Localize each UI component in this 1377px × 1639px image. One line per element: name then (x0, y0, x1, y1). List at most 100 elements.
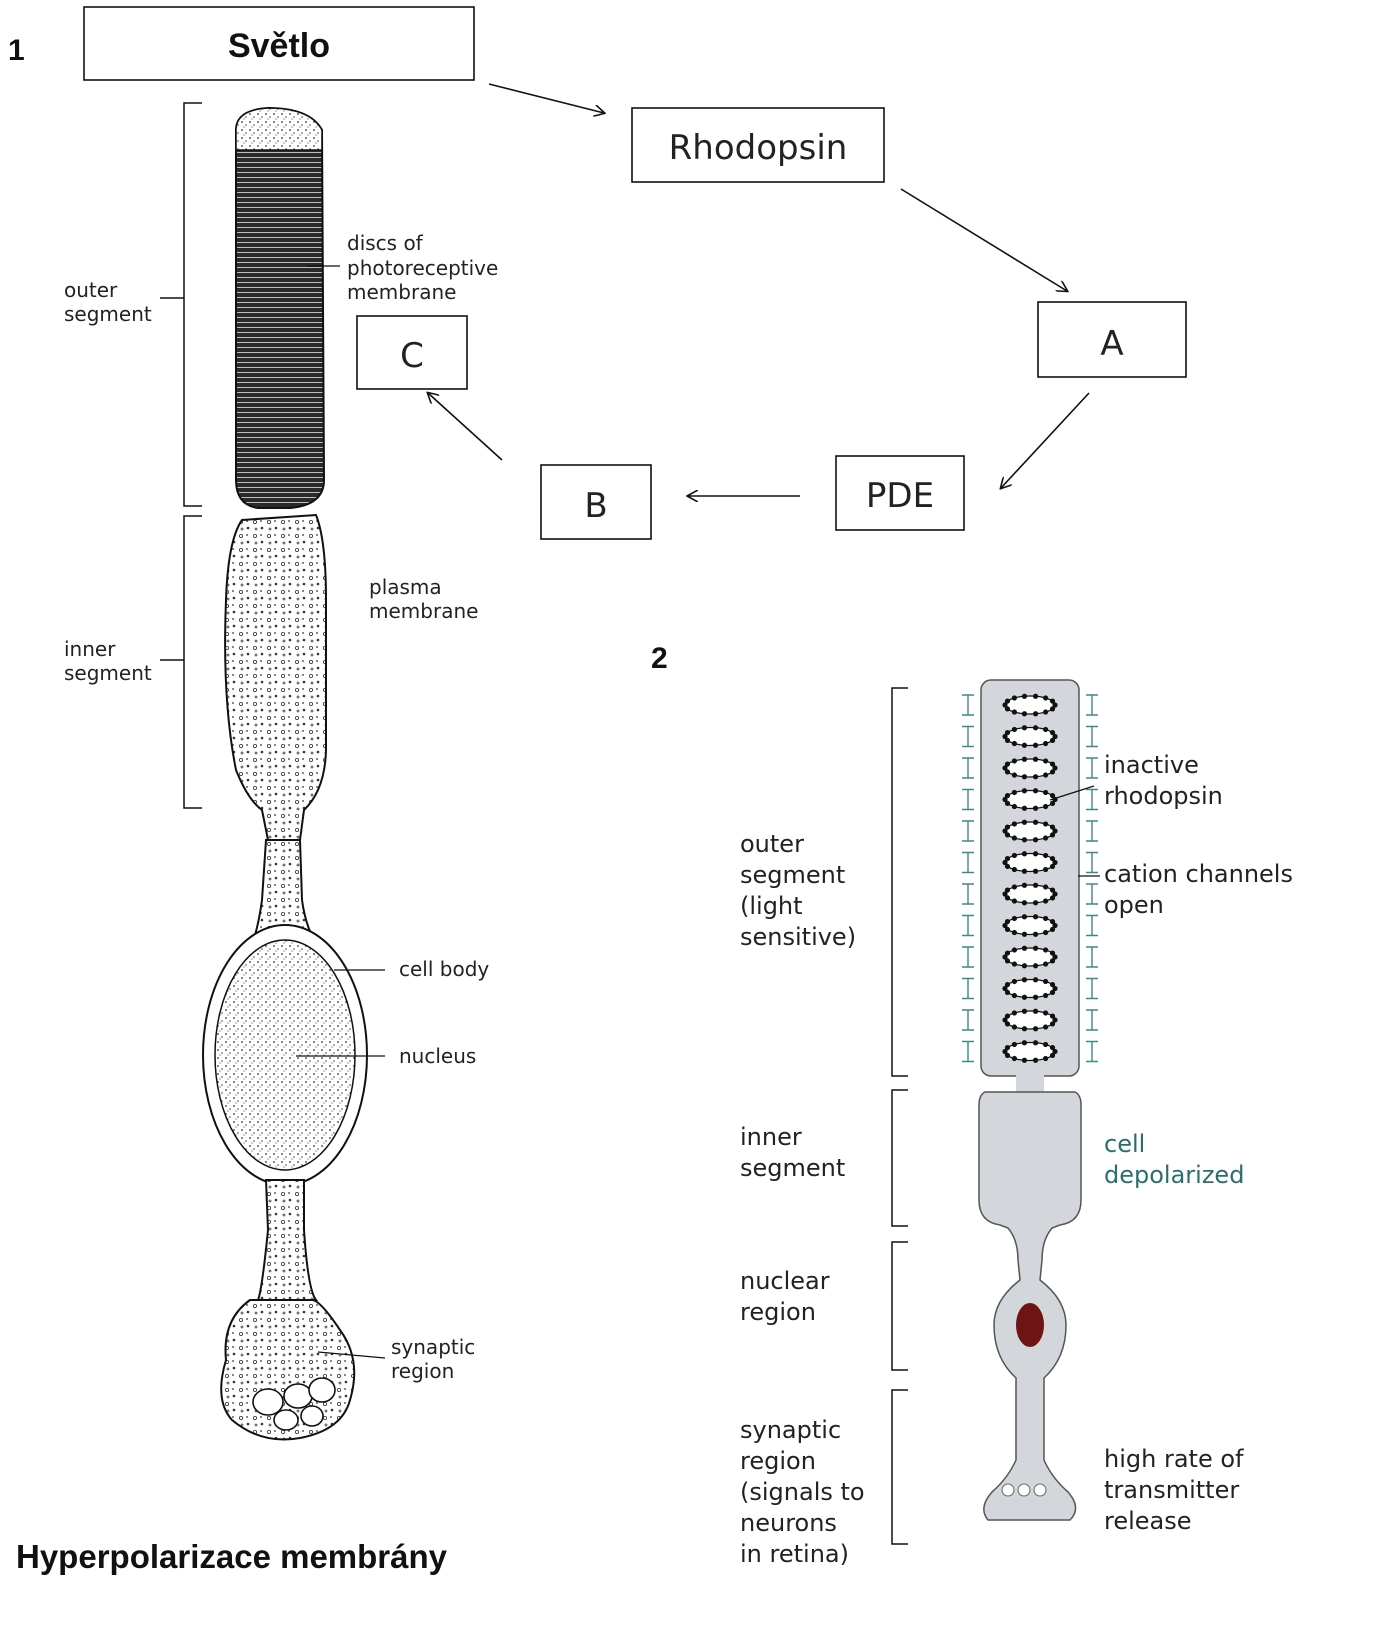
cation-channel (1086, 916, 1098, 936)
cation-channel (962, 916, 974, 936)
rod-cell-drawing (203, 108, 367, 1440)
svg-text:release: release (1104, 1507, 1192, 1535)
label2-transmitter-release: high rate of transmitter release (1104, 1445, 1244, 1535)
label2-synaptic-region: synaptic region (signals to neurons in r… (740, 1416, 865, 1568)
svg-text:photoreceptive: photoreceptive (347, 256, 498, 280)
svg-text:segment: segment (740, 861, 845, 889)
svg-text:membrane: membrane (347, 280, 456, 304)
svg-text:open: open (1104, 891, 1164, 919)
panel-1-caption: Hyperpolarizace membrány (16, 1538, 448, 1575)
cation-channel (1086, 947, 1098, 967)
cation-channel (1086, 979, 1098, 999)
a-box: A (1038, 302, 1186, 377)
label-synaptic-region: synaptic region (391, 1335, 475, 1383)
cation-channel (962, 790, 974, 810)
label-plasma-membrane: plasma membrane (369, 575, 478, 623)
cation-channel (1086, 695, 1098, 715)
bracket2-inner (892, 1090, 908, 1226)
cation-channel (962, 727, 974, 747)
label2-inactive-rhodopsin: inactive rhodopsin (1104, 751, 1223, 810)
svg-text:sensitive): sensitive) (740, 923, 856, 951)
label2-cell-depolarized: cell depolarized (1104, 1130, 1244, 1189)
arrow-a-to-pde (1001, 393, 1089, 488)
cation-channel (962, 695, 974, 715)
svg-text:(light: (light (740, 892, 803, 920)
arrow-light-to-rhodopsin (489, 84, 604, 113)
svg-text:inner: inner (64, 637, 116, 661)
cation-channel (1086, 727, 1098, 747)
arrow-rhodopsin-to-a (901, 189, 1067, 291)
nucleus-mark (1016, 1303, 1044, 1347)
cation-channel (1086, 758, 1098, 778)
label-inner-segment: inner segment (64, 637, 152, 685)
cation-channel (962, 1010, 974, 1030)
label-cell-body: cell body (399, 957, 489, 981)
svg-text:discs of: discs of (347, 231, 424, 255)
svg-text:rhodopsin: rhodopsin (1104, 782, 1223, 810)
svg-text:cell: cell (1104, 1130, 1145, 1158)
svg-text:neurons: neurons (740, 1509, 837, 1537)
b-box: B (541, 465, 651, 539)
a-label: A (1100, 324, 1123, 364)
svg-text:region: region (391, 1359, 454, 1383)
cation-channel (962, 758, 974, 778)
svg-text:outer: outer (740, 830, 804, 858)
svg-text:high rate of: high rate of (1104, 1445, 1244, 1473)
light-box: Světlo (84, 7, 474, 80)
svg-text:segment: segment (64, 302, 152, 326)
arrow-b-to-c (428, 393, 502, 460)
label2-cation-channels: cation channels open (1104, 860, 1293, 919)
svg-text:transmitter: transmitter (1104, 1476, 1239, 1504)
pde-label: PDE (866, 476, 934, 516)
rhodopsin-label: Rhodopsin (669, 128, 848, 168)
label-outer-segment: outer segment (64, 278, 152, 326)
light-label: Světlo (228, 27, 330, 65)
svg-text:in retina): in retina) (740, 1540, 849, 1568)
svg-text:synaptic: synaptic (391, 1335, 475, 1359)
svg-text:plasma: plasma (369, 575, 442, 599)
svg-text:inactive: inactive (1104, 751, 1199, 779)
b-label: B (584, 486, 607, 526)
panel-2-number: 2 (651, 642, 668, 675)
svg-text:segment: segment (64, 661, 152, 685)
label2-nuclear-region: nuclear region (740, 1267, 830, 1326)
rhodopsin-box: Rhodopsin (632, 108, 884, 182)
svg-text:region: region (740, 1298, 816, 1326)
cation-channel (962, 853, 974, 873)
label2-outer-segment: outer segment (light sensitive) (740, 830, 856, 951)
svg-text:synaptic: synaptic (740, 1416, 841, 1444)
rod-cell-schematic (962, 680, 1098, 1520)
svg-text:depolarized: depolarized (1104, 1161, 1244, 1189)
cation-channel (962, 821, 974, 841)
cation-channel (1086, 1042, 1098, 1062)
pde-box: PDE (836, 456, 964, 530)
bracket2-nuclear (892, 1242, 908, 1370)
cation-channel (1086, 853, 1098, 873)
label-nucleus: nucleus (399, 1044, 476, 1068)
svg-text:inner: inner (740, 1123, 802, 1151)
cation-channel (1086, 790, 1098, 810)
cation-channel (962, 1042, 974, 1062)
bracket2-synaptic (892, 1390, 908, 1544)
c-label: C (400, 336, 424, 376)
cation-channel (962, 884, 974, 904)
panel-1-number: 1 (8, 34, 25, 67)
svg-text:region: region (740, 1447, 816, 1475)
cation-channel (1086, 821, 1098, 841)
svg-text:membrane: membrane (369, 599, 478, 623)
svg-text:cation channels: cation channels (1104, 860, 1293, 888)
svg-text:segment: segment (740, 1154, 845, 1182)
cation-channel (962, 979, 974, 999)
svg-text:outer: outer (64, 278, 118, 302)
label2-inner-segment: inner segment (740, 1123, 845, 1182)
svg-text:(signals to: (signals to (740, 1478, 865, 1506)
cation-channel (1086, 1010, 1098, 1030)
label-discs: discs of photoreceptive membrane (347, 231, 498, 304)
c-box: C (357, 316, 467, 389)
cation-channel (962, 947, 974, 967)
bracket-inner-segment (160, 516, 202, 808)
bracket2-outer (892, 688, 908, 1076)
svg-text:nuclear: nuclear (740, 1267, 830, 1295)
cation-channel (1086, 884, 1098, 904)
